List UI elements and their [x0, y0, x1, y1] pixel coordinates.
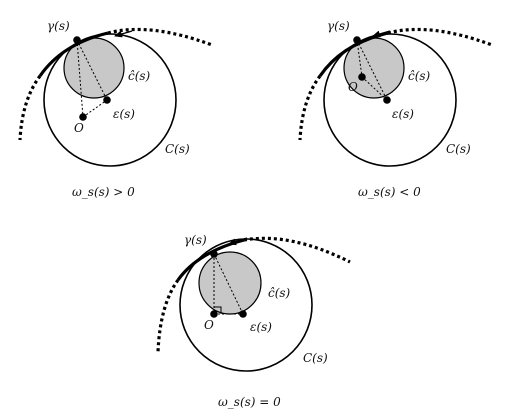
curve-gamma-dotted-right	[243, 236, 351, 264]
label-c-hat: ĉ(s)	[408, 69, 431, 83]
point-gamma	[353, 36, 361, 44]
point-gamma	[73, 36, 81, 44]
right-angle-marker	[214, 306, 222, 314]
label-gamma: γ(s)	[184, 233, 207, 247]
line-origin-epsilon	[361, 76, 388, 101]
curve-gamma-dotted-left	[156, 279, 180, 353]
label-big-circle: C(s)	[446, 142, 471, 156]
label-big-circle: C(s)	[303, 351, 328, 365]
point-epsilon	[383, 96, 391, 104]
chord-gamma-epsilon	[76, 39, 108, 101]
chord-gamma-epsilon	[356, 39, 388, 101]
label-origin: O	[74, 121, 84, 135]
curve-gamma-solid	[38, 31, 109, 77]
label-gamma: γ(s)	[47, 19, 70, 33]
direction-arrow	[114, 30, 133, 38]
point-origin	[358, 73, 366, 81]
point-epsilon	[103, 96, 111, 104]
caption: ω_s(s) < 0	[358, 185, 421, 199]
label-c-hat: ĉ(s)	[128, 69, 151, 83]
curve-gamma-dotted-right	[387, 27, 493, 47]
caption: ω_s(s) = 0	[218, 395, 281, 409]
label-big-circle: C(s)	[165, 142, 190, 156]
panel-omega-negative: γ(s) ĉ(s) ε(s) O C(s) ω_s(s) < 0	[298, 19, 493, 199]
panel-omega-positive: γ(s) ĉ(s) ε(s) O C(s) ω_s(s) > 0	[18, 19, 213, 199]
direction-arrow	[228, 237, 248, 246]
label-epsilon: ε(s)	[250, 320, 272, 334]
label-epsilon: ε(s)	[113, 107, 135, 121]
disk-c-hat	[198, 251, 262, 315]
line-origin-epsilon	[82, 99, 108, 118]
panel-omega-zero: γ(s) ĉ(s) ε(s) O C(s) ω_s(s) = 0	[156, 233, 351, 409]
point-gamma	[210, 250, 218, 258]
curve-gamma-dotted-left	[18, 75, 42, 141]
direction-arrow	[372, 30, 391, 38]
line-gamma-origin	[76, 39, 84, 118]
caption: ω_s(s) > 0	[72, 185, 135, 199]
label-epsilon: ε(s)	[392, 107, 414, 121]
label-origin: O	[348, 80, 358, 94]
point-origin	[79, 113, 87, 121]
point-epsilon	[239, 310, 247, 318]
label-origin: O	[204, 318, 214, 332]
label-c-hat: ĉ(s)	[268, 286, 291, 300]
point-origin	[210, 310, 218, 318]
chord-gamma-epsilon	[213, 253, 244, 315]
label-gamma: γ(s)	[327, 19, 350, 33]
curve-gamma-dotted-left	[298, 75, 322, 141]
curve-gamma-dotted-right	[107, 27, 213, 47]
